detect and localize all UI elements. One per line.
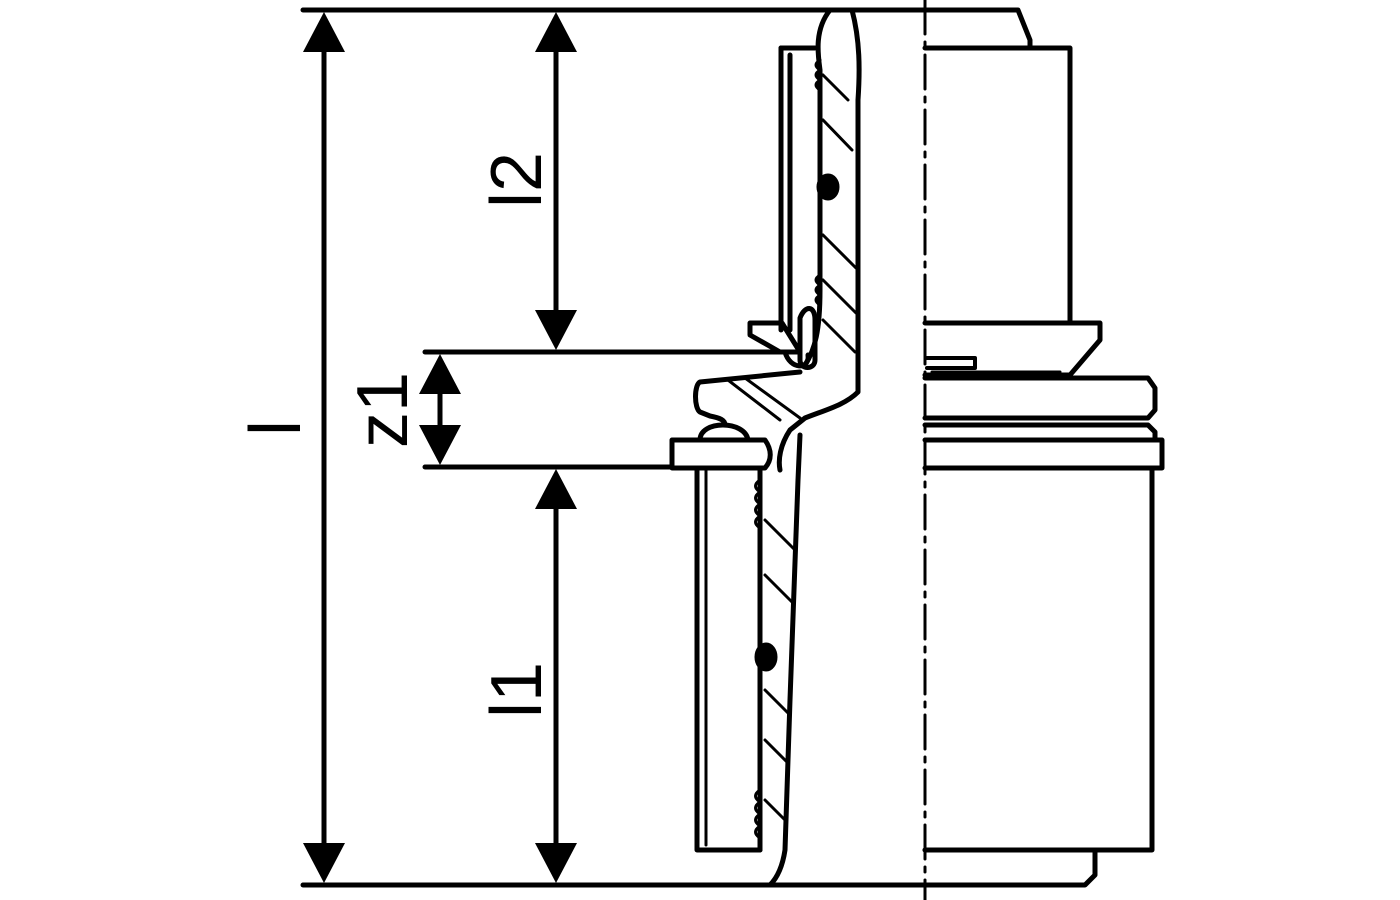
l-arrow-bottom [303,843,345,883]
l1-label: l1 [477,662,557,718]
z1-label: z1 [343,372,423,448]
upper-sleeve-section [747,7,862,473]
upper-body-outline [922,7,1165,888]
transition-collar [693,369,803,428]
arrowheads [303,12,577,883]
z1-arrow-top [419,354,461,394]
lower-sleeve-section [669,422,803,888]
l-label: l [236,420,316,436]
dimension-lines [321,42,559,853]
l-arrow-top [303,12,345,52]
l2-arrow-bottom [535,310,577,350]
extension-lines [300,7,928,888]
l2-arrow-top [535,12,577,52]
l1-arrow-bottom [535,843,577,883]
l1-arrow-top [535,469,577,509]
z1-arrow-bottom [419,425,461,465]
l2-label: l2 [477,152,557,208]
